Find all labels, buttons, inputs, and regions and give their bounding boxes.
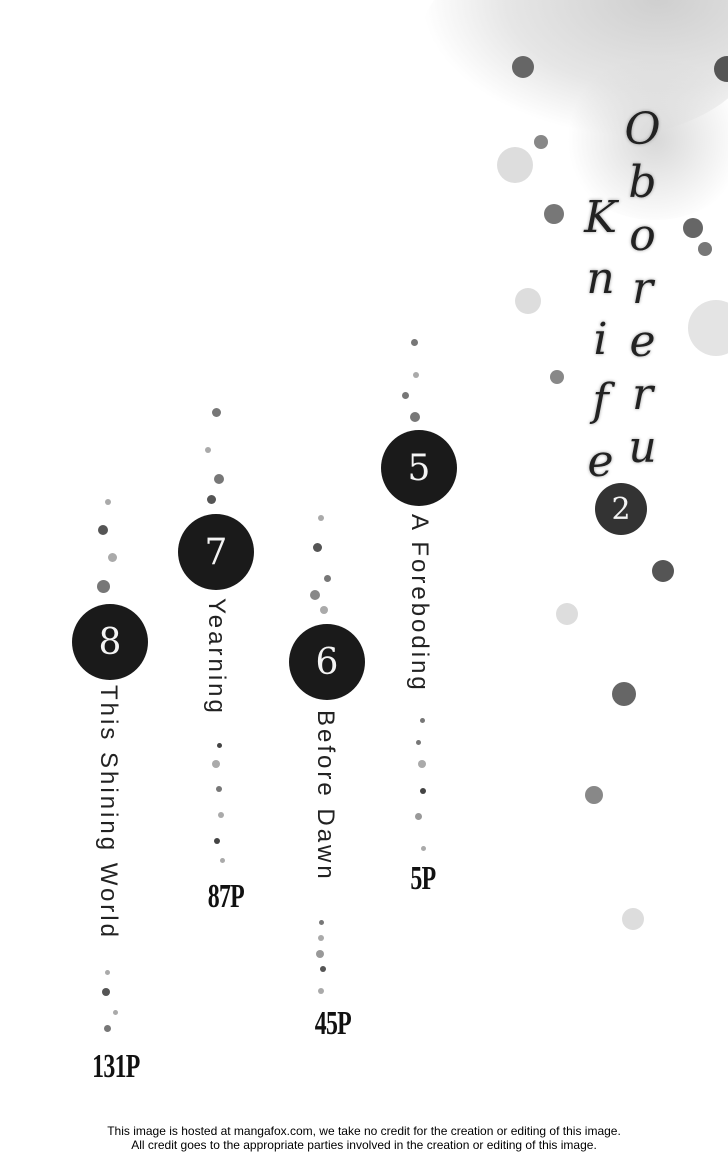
decorative-dot <box>205 447 211 453</box>
decorative-dot <box>216 786 222 792</box>
decorative-dot <box>310 590 320 600</box>
decorative-dot <box>318 515 324 521</box>
series-title-line2: Knife <box>575 192 626 497</box>
chapter-number-badge: 8 <box>72 604 148 680</box>
decorative-dot <box>318 988 324 994</box>
decorative-dot <box>220 858 225 863</box>
chapter-number-badge: 5 <box>381 430 457 506</box>
decorative-dot <box>102 988 110 996</box>
decorative-dot <box>497 147 533 183</box>
decorative-dot <box>402 392 409 399</box>
decorative-dot <box>556 603 578 625</box>
decorative-dot <box>698 242 712 256</box>
decorative-dot <box>534 135 548 149</box>
decorative-dot <box>318 935 324 941</box>
decorative-dot <box>212 760 220 768</box>
decorative-dot <box>320 606 328 614</box>
decorative-dot <box>324 575 331 582</box>
chapter-title: A Foreboding <box>406 514 433 693</box>
decorative-dot <box>98 525 108 535</box>
decorative-dot <box>113 1010 118 1015</box>
decorative-dot <box>420 788 426 794</box>
floral-decoration <box>560 60 728 220</box>
decorative-dot <box>550 370 564 384</box>
decorative-dot <box>411 339 418 346</box>
decorative-dot <box>612 682 636 706</box>
chapter-title: This Shining World <box>95 685 122 940</box>
decorative-dot <box>714 56 728 82</box>
decorative-dot <box>319 920 324 925</box>
decorative-dot <box>105 499 111 505</box>
decorative-dot <box>652 560 674 582</box>
decorative-dot <box>585 786 603 804</box>
chapter-number-badge: 6 <box>289 624 365 700</box>
decorative-dot <box>512 56 534 78</box>
decorative-dot <box>320 966 326 972</box>
chapter-title: Yearning <box>203 598 230 716</box>
decorative-dot <box>413 372 419 378</box>
decorative-dot <box>214 838 220 844</box>
decorative-dot <box>108 553 117 562</box>
decorative-dot <box>416 740 421 745</box>
chapter-number-badge: 7 <box>178 514 254 590</box>
decorative-dot <box>104 1025 111 1032</box>
volume-badge: 2 <box>595 483 647 535</box>
decorative-dot <box>683 218 703 238</box>
decorative-dot <box>105 970 110 975</box>
credit-line-2: All credit goes to the appropriate parti… <box>131 1138 597 1152</box>
credit-line-1: This image is hosted at mangafox.com, we… <box>107 1124 621 1138</box>
decorative-dot <box>415 813 422 820</box>
decorative-dot <box>218 812 224 818</box>
decorative-dot <box>544 204 564 224</box>
chapter-page-number: 131P <box>92 1048 140 1085</box>
decorative-dot <box>217 743 222 748</box>
decorative-dot <box>97 580 110 593</box>
decorative-dot <box>410 412 420 422</box>
decorative-dot <box>313 543 322 552</box>
decorative-dot <box>515 288 541 314</box>
chapter-title: Before Dawn <box>312 710 339 882</box>
decorative-dot <box>316 950 324 958</box>
decorative-dot <box>207 495 216 504</box>
decorative-dot <box>418 760 426 768</box>
decorative-dot <box>421 846 426 851</box>
decorative-dot <box>622 908 644 930</box>
decorative-dot <box>420 718 425 723</box>
chapter-page-number: 45P <box>314 1005 352 1042</box>
decorative-dot <box>214 474 224 484</box>
chapter-page-number: 5P <box>410 860 436 897</box>
decorative-dot <box>688 300 728 356</box>
series-title-line1: Oboreru <box>617 104 668 475</box>
chapter-page-number: 87P <box>207 878 245 915</box>
decorative-dot <box>212 408 221 417</box>
